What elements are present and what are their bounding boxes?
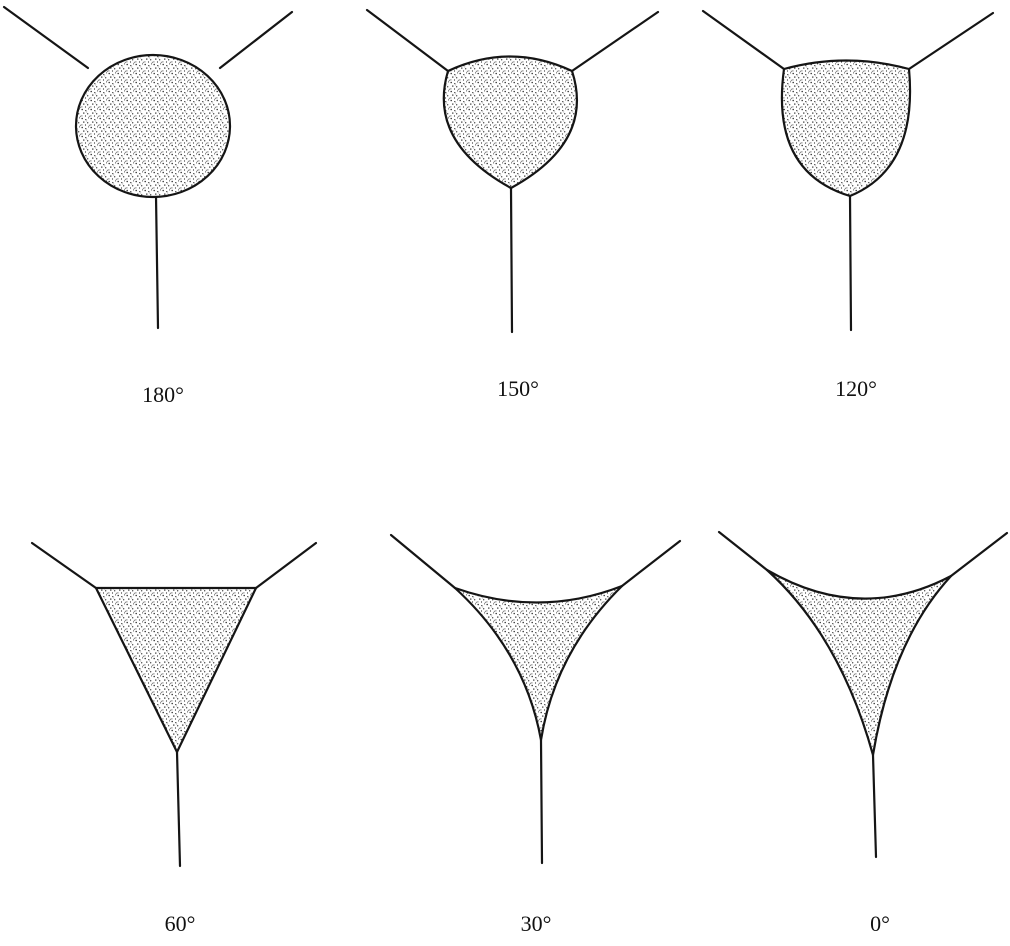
angle-label-120: 120° — [835, 378, 877, 400]
boundary-line-left — [719, 532, 767, 570]
boundary-line-bottom — [177, 752, 180, 866]
panel-150 — [367, 10, 658, 332]
boundary-line-right — [572, 12, 658, 71]
second-phase-particle — [444, 57, 577, 189]
panel-60 — [32, 543, 316, 866]
panel-120 — [703, 11, 993, 330]
boundary-line-left — [391, 535, 455, 588]
panel-30 — [391, 535, 680, 863]
angle-label-60: 60° — [165, 913, 196, 935]
boundary-line-left — [703, 11, 784, 69]
second-phase-particle — [782, 61, 910, 197]
boundary-line-right — [622, 541, 680, 586]
boundary-line-left — [32, 543, 96, 588]
angle-label-30: 30° — [521, 913, 552, 935]
boundary-line-bottom — [850, 196, 851, 330]
boundary-line-right — [220, 12, 292, 68]
second-phase-particle — [96, 588, 256, 752]
boundary-line-bottom — [156, 196, 158, 328]
second-phase-particle — [76, 55, 230, 197]
angle-label-180: 180° — [142, 384, 184, 406]
panel-180 — [4, 7, 292, 328]
boundary-line-right — [256, 543, 316, 588]
boundary-line-right — [951, 533, 1007, 576]
second-phase-particle — [455, 586, 622, 740]
boundary-line-bottom — [541, 740, 542, 863]
boundary-line-left — [4, 7, 88, 68]
boundary-line-bottom — [873, 755, 876, 857]
angle-label-150: 150° — [497, 378, 539, 400]
boundary-line-left — [367, 10, 448, 71]
boundary-line-right — [909, 13, 993, 69]
second-phase-particle — [767, 570, 951, 755]
boundary-line-bottom — [511, 188, 512, 332]
panel-0 — [719, 532, 1007, 857]
angle-label-0: 0° — [870, 913, 890, 935]
